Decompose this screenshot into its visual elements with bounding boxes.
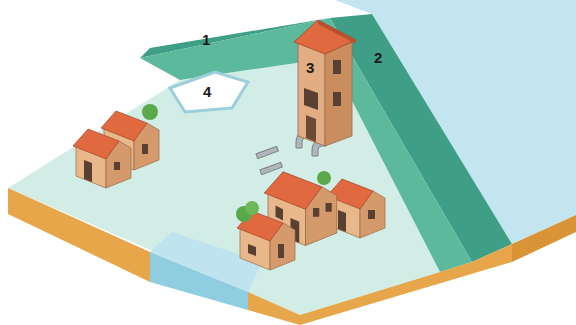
house (73, 129, 131, 188)
dike-inner-slope (140, 18, 472, 272)
ground-face (8, 188, 150, 282)
callout-number: 1 (202, 32, 210, 47)
callout-number: 3 (306, 60, 314, 75)
canal-face (150, 252, 248, 310)
pumping-station (294, 20, 356, 146)
tree (142, 104, 158, 120)
ground-face (512, 215, 576, 262)
storage-basin (170, 72, 248, 112)
callout-number: 4 (203, 84, 211, 99)
tree (245, 201, 259, 215)
callout-number: 2 (374, 50, 382, 65)
tree (317, 171, 331, 185)
